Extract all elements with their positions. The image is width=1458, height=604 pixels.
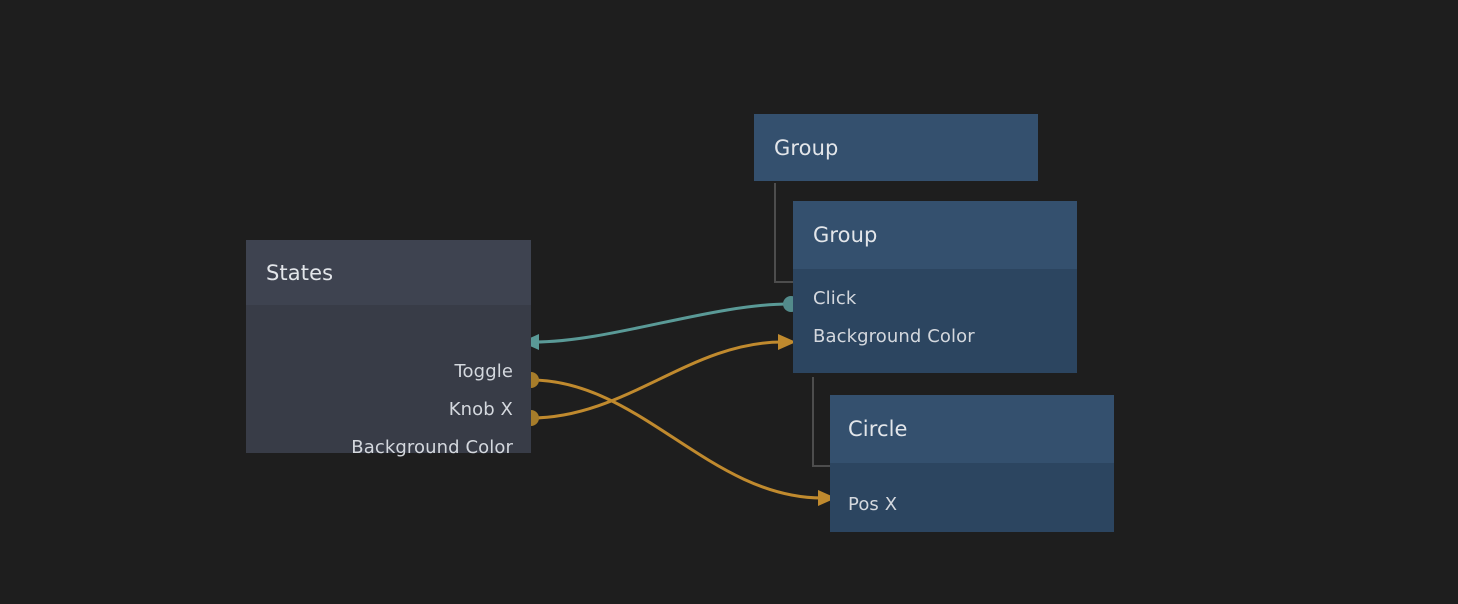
node-circle-body: Pos X <box>830 463 1114 532</box>
port-row-knob-x[interactable]: Knob X <box>264 390 513 428</box>
port-row-pos-x[interactable]: Pos X <box>848 485 1096 523</box>
edge-click-to-toggle <box>532 302 791 344</box>
port-label-background-color-out: Background Color <box>351 436 513 458</box>
node-group-child-header[interactable]: Group <box>793 201 1077 269</box>
node-group-root-title: Group <box>774 135 839 160</box>
port-label-pos-x: Pos X <box>848 493 898 515</box>
node-states[interactable]: States Toggle Knob X Background Color <box>246 240 531 458</box>
node-group-root-header[interactable]: Group <box>754 114 1038 181</box>
port-label-toggle: Toggle <box>454 360 513 382</box>
node-group-child-title: Group <box>813 223 878 247</box>
node-group-root[interactable]: Group <box>754 114 1038 181</box>
node-states-header[interactable]: States <box>246 240 531 305</box>
node-group-child[interactable]: Group Click Background Color <box>793 201 1077 373</box>
port-label-click: Click <box>813 287 857 309</box>
edge-bgcolor-to-bgcolor <box>529 340 784 420</box>
node-states-title: States <box>266 260 334 285</box>
tree-connector-group-to-group <box>774 183 794 283</box>
node-states-body: Toggle Knob X Background Color <box>246 305 531 458</box>
node-circle-title: Circle <box>848 417 908 441</box>
port-row-toggle[interactable]: Toggle <box>264 352 513 390</box>
port-label-knob-x: Knob X <box>448 398 513 420</box>
edge-knobx-to-posx <box>529 378 824 500</box>
node-circle-header[interactable]: Circle <box>830 395 1114 463</box>
node-group-child-body: Click Background Color <box>793 269 1077 373</box>
port-row-click[interactable]: Click <box>813 279 1057 317</box>
port-row-background-color-in[interactable]: Background Color <box>813 317 1057 355</box>
port-label-background-color-in: Background Color <box>813 325 975 347</box>
port-row-background-color-out[interactable]: Background Color <box>264 428 513 466</box>
tree-connector-group-to-circle <box>812 377 832 467</box>
node-circle[interactable]: Circle Pos X <box>830 395 1114 532</box>
